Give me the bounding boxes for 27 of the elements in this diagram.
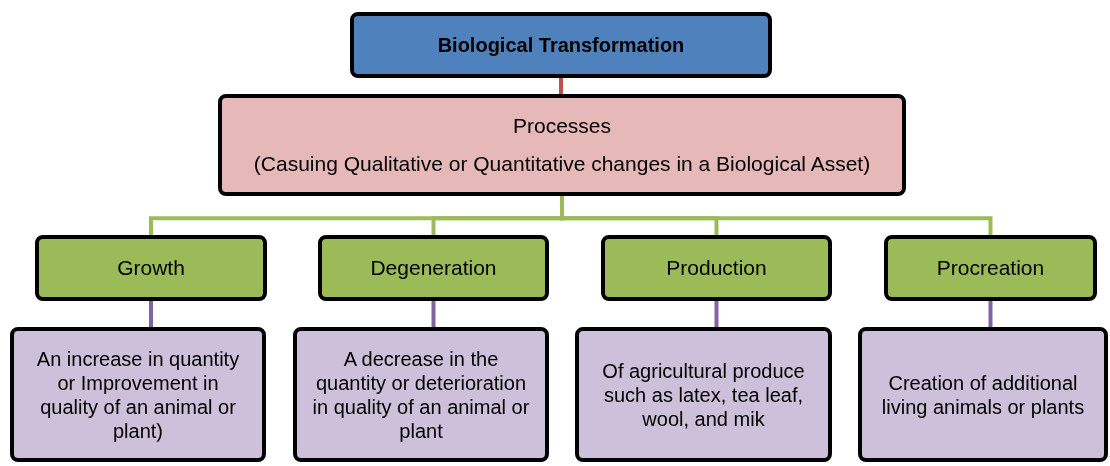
connector-line bbox=[988, 301, 993, 327]
connector-line bbox=[560, 196, 993, 235]
connector-line bbox=[714, 301, 719, 327]
connector-line bbox=[431, 301, 436, 327]
description-box bbox=[10, 327, 266, 462]
description-box bbox=[293, 327, 549, 462]
label-text: Creation of additional living animals or plants bbox=[880, 370, 1086, 419]
label-text: Biological Transformation bbox=[437, 33, 685, 57]
description-box bbox=[575, 327, 832, 462]
label-text: Procreation bbox=[936, 255, 1045, 281]
label-text: An increase in quantity or Improvement in quality of an animal or plant) bbox=[35, 346, 241, 443]
description-text: (Casuing Qualitative or Quantitative changes in a Biological Asset) bbox=[253, 151, 871, 177]
label-text: Degeneration bbox=[370, 255, 497, 281]
category-box bbox=[35, 235, 267, 301]
label-text: A decrease in the quantity or deterioration in quality of an animal or plant bbox=[311, 346, 531, 443]
connector-line bbox=[149, 301, 153, 327]
connector-line bbox=[559, 78, 563, 94]
heading-text: Processes bbox=[512, 113, 611, 140]
description-box bbox=[858, 327, 1108, 462]
label-text: Growth bbox=[117, 255, 185, 281]
category-box bbox=[318, 235, 549, 301]
category-box bbox=[884, 235, 1097, 301]
title-box bbox=[350, 12, 772, 78]
label-text: Production bbox=[666, 255, 767, 281]
process-box bbox=[218, 94, 906, 196]
category-box bbox=[601, 235, 832, 301]
label-text: Of agricultural produce such as latex, tea leaf, wool, and mik bbox=[601, 358, 806, 431]
